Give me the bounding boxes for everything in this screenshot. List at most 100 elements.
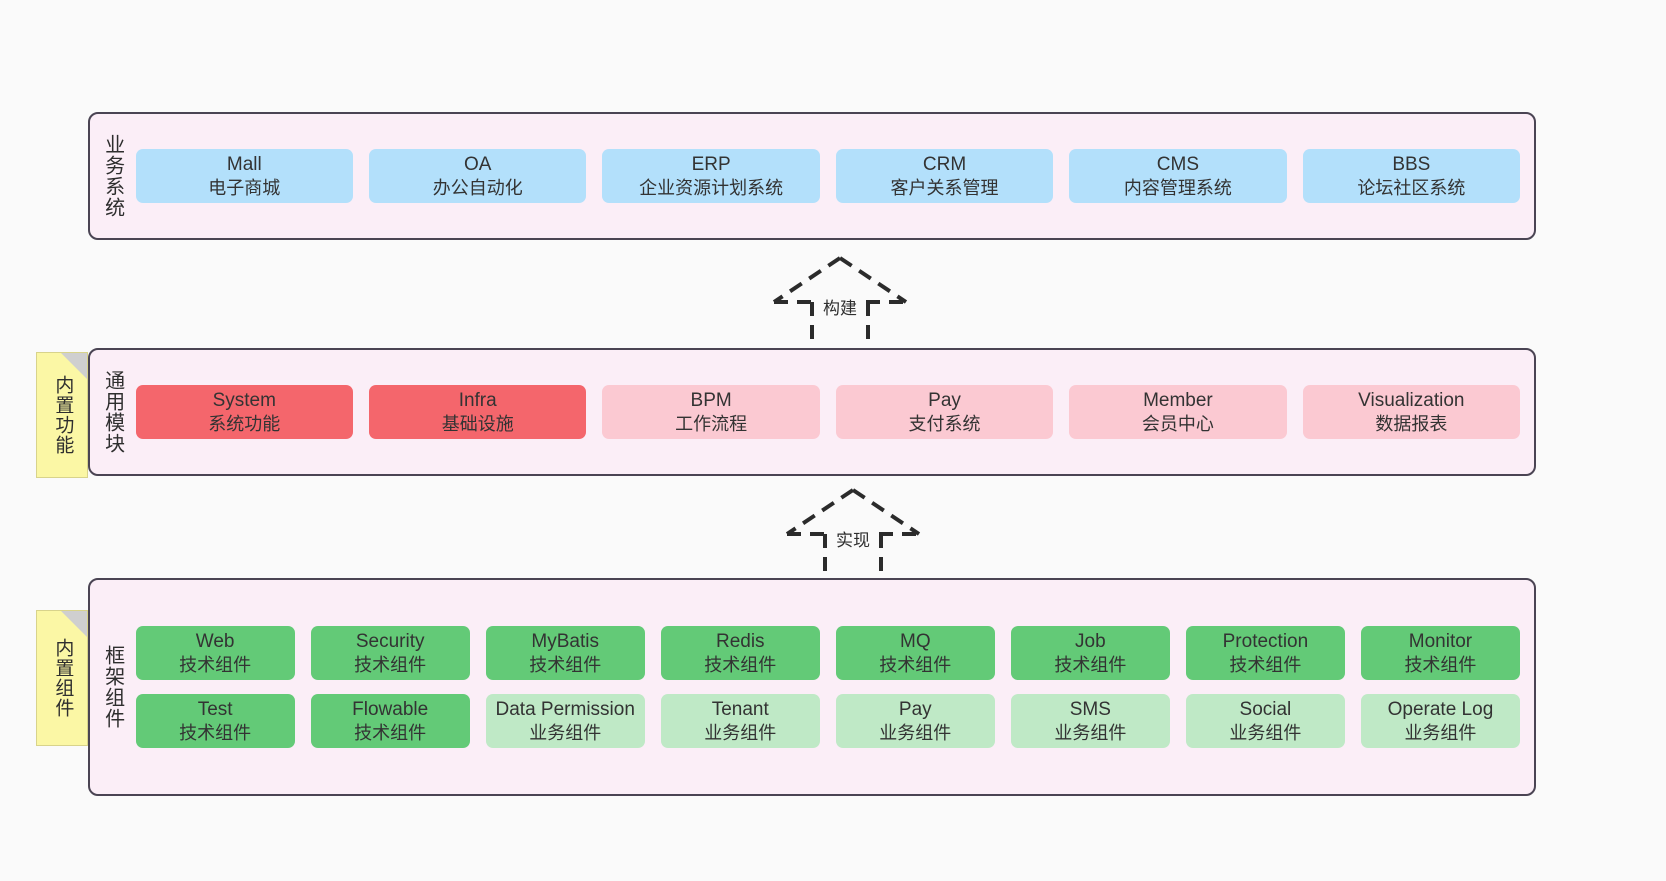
module-box-data-permission[interactable]: Data Permission 业务组件 bbox=[485, 694, 645, 749]
module-box-erp[interactable]: ERP 企业资源计划系统 bbox=[602, 148, 820, 204]
row-common-modules: System 系统功能 Infra 基础设施 BPM 工作流程 Pay 支付系统… bbox=[135, 384, 1521, 440]
module-name: Social bbox=[1239, 699, 1292, 720]
module-desc: 企业资源计划系统 bbox=[639, 177, 784, 198]
module-name: MyBatis bbox=[531, 630, 599, 652]
connector-implement: 实现 bbox=[773, 488, 933, 584]
module-box-mall[interactable]: Mall 电子商城 bbox=[135, 148, 353, 204]
module-box-infra[interactable]: Infra 基础设施 bbox=[369, 384, 587, 440]
module-desc: 技术组件 bbox=[1404, 654, 1477, 675]
module-name: Visualization bbox=[1358, 389, 1465, 411]
module-box-cms[interactable]: CMS 内容管理系统 bbox=[1069, 148, 1287, 204]
module-box-job[interactable]: Job 技术组件 bbox=[1010, 625, 1170, 680]
panel-common-modules: 通用模块 System 系统功能 Infra 基础设施 BPM 工作流程 Pay… bbox=[88, 348, 1536, 476]
module-name: Infra bbox=[458, 389, 497, 411]
module-desc: 技术组件 bbox=[354, 722, 427, 743]
module-desc: 工作流程 bbox=[675, 413, 748, 434]
panel-label-common-modules: 通用模块 bbox=[101, 370, 124, 454]
folded-corner-icon bbox=[61, 353, 87, 379]
panel-body-framework-components: Web 技术组件 Security 技术组件 MyBatis 技术组件 Redi… bbox=[132, 580, 1534, 794]
module-box-sms[interactable]: SMS 业务组件 bbox=[1010, 694, 1170, 749]
module-name: CMS bbox=[1156, 153, 1200, 175]
module-box-pay-business[interactable]: Pay 业务组件 bbox=[835, 694, 995, 749]
module-desc: 业务组件 bbox=[1229, 722, 1302, 743]
module-desc: 业务组件 bbox=[1054, 722, 1127, 743]
module-box-system[interactable]: System 系统功能 bbox=[135, 384, 353, 440]
module-box-protection[interactable]: Protection 技术组件 bbox=[1185, 625, 1345, 680]
panel-label-business-systems: 业务系统 bbox=[101, 134, 124, 218]
module-name: Pay bbox=[898, 699, 932, 720]
module-box-bbs[interactable]: BBS 论坛社区系统 bbox=[1302, 148, 1521, 204]
panel-body-business-systems: Mall 电子商城 OA 办公自动化 ERP 企业资源计划系统 CRM 客户关系… bbox=[132, 114, 1534, 238]
module-desc: 技术组件 bbox=[529, 654, 602, 675]
module-desc: 会员中心 bbox=[1141, 413, 1214, 434]
connector-build: 构建 bbox=[760, 256, 920, 352]
panel-business-systems: 业务系统 Mall 电子商城 OA 办公自动化 ERP 企业资源计划系统 CRM… bbox=[88, 112, 1536, 240]
sticky-note-builtin-components: 内置组件 bbox=[36, 610, 88, 746]
module-desc: 业务组件 bbox=[704, 722, 777, 743]
module-desc: 技术组件 bbox=[354, 654, 427, 675]
module-desc: 办公自动化 bbox=[432, 177, 523, 198]
panel-label-framework-components: 框架组件 bbox=[101, 645, 124, 729]
module-name: Tenant bbox=[711, 699, 769, 720]
module-name: Member bbox=[1143, 389, 1213, 411]
module-desc: 客户关系管理 bbox=[890, 177, 999, 198]
module-box-social[interactable]: Social 业务组件 bbox=[1185, 694, 1345, 749]
module-box-member[interactable]: Member 会员中心 bbox=[1069, 384, 1287, 440]
module-name: MQ bbox=[900, 630, 931, 652]
module-name: ERP bbox=[691, 153, 731, 175]
module-box-web[interactable]: Web 技术组件 bbox=[135, 625, 295, 680]
module-desc: 电子商城 bbox=[208, 177, 281, 198]
module-box-tenant[interactable]: Tenant 业务组件 bbox=[660, 694, 820, 749]
module-box-mq[interactable]: MQ 技术组件 bbox=[835, 625, 995, 680]
module-box-pay[interactable]: Pay 支付系统 bbox=[835, 384, 1054, 440]
module-desc: 内容管理系统 bbox=[1123, 177, 1232, 198]
panel-framework-components: 框架组件 Web 技术组件 Security 技术组件 MyBatis 技术组件… bbox=[88, 578, 1536, 796]
module-name: Protection bbox=[1222, 630, 1309, 652]
module-name: Web bbox=[195, 630, 235, 652]
module-name: Pay bbox=[928, 389, 961, 411]
module-name: OA bbox=[463, 153, 492, 175]
module-desc: 支付系统 bbox=[908, 413, 981, 434]
row-technical-components: Web 技术组件 Security 技术组件 MyBatis 技术组件 Redi… bbox=[135, 625, 1520, 680]
module-name: Redis bbox=[715, 630, 765, 652]
module-desc: 技术组件 bbox=[1229, 654, 1302, 675]
module-box-oa[interactable]: OA 办公自动化 bbox=[369, 148, 587, 204]
module-box-crm[interactable]: CRM 客户关系管理 bbox=[835, 148, 1054, 204]
connector-label-build: 构建 bbox=[820, 294, 860, 319]
module-desc: 技术组件 bbox=[704, 654, 777, 675]
module-name: Security bbox=[355, 630, 425, 652]
module-box-redis[interactable]: Redis 技术组件 bbox=[660, 625, 820, 680]
module-box-flowable[interactable]: Flowable 技术组件 bbox=[310, 694, 470, 749]
module-name: Test bbox=[197, 699, 233, 720]
module-box-monitor[interactable]: Monitor 技术组件 bbox=[1360, 625, 1520, 680]
sticky-note-builtin-features: 内置功能 bbox=[36, 352, 88, 478]
module-box-bpm[interactable]: BPM 工作流程 bbox=[602, 384, 820, 440]
connector-label-implement: 实现 bbox=[833, 526, 873, 551]
sticky-note-label: 内置功能 bbox=[52, 375, 74, 455]
module-desc: 论坛社区系统 bbox=[1357, 177, 1466, 198]
module-name: BBS bbox=[1392, 153, 1431, 175]
module-box-visualization[interactable]: Visualization 数据报表 bbox=[1302, 384, 1521, 440]
module-desc: 技术组件 bbox=[879, 654, 952, 675]
folded-corner-icon bbox=[61, 611, 87, 637]
module-desc: 技术组件 bbox=[179, 722, 252, 743]
module-name: BPM bbox=[690, 389, 732, 411]
module-desc: 系统功能 bbox=[208, 413, 281, 434]
module-box-operate-log[interactable]: Operate Log 业务组件 bbox=[1360, 694, 1520, 749]
row-business-systems: Mall 电子商城 OA 办公自动化 ERP 企业资源计划系统 CRM 客户关系… bbox=[135, 148, 1521, 204]
row-business-components: Test 技术组件 Flowable 技术组件 Data Permission … bbox=[135, 694, 1520, 749]
module-desc: 业务组件 bbox=[1404, 722, 1477, 743]
module-name: System bbox=[212, 389, 276, 411]
module-desc: 技术组件 bbox=[179, 654, 252, 675]
module-name: Flowable bbox=[352, 699, 429, 720]
module-desc: 基础设施 bbox=[441, 413, 514, 434]
module-name: CRM bbox=[922, 153, 967, 175]
module-box-security[interactable]: Security 技术组件 bbox=[310, 625, 470, 680]
module-name: Mall bbox=[226, 153, 262, 175]
module-name: Data Permission bbox=[495, 699, 635, 720]
module-box-test[interactable]: Test 技术组件 bbox=[135, 694, 295, 749]
module-box-mybatis[interactable]: MyBatis 技术组件 bbox=[485, 625, 645, 680]
module-desc: 数据报表 bbox=[1375, 413, 1448, 434]
panel-body-common-modules: System 系统功能 Infra 基础设施 BPM 工作流程 Pay 支付系统… bbox=[132, 350, 1534, 474]
module-name: Monitor bbox=[1408, 630, 1473, 652]
